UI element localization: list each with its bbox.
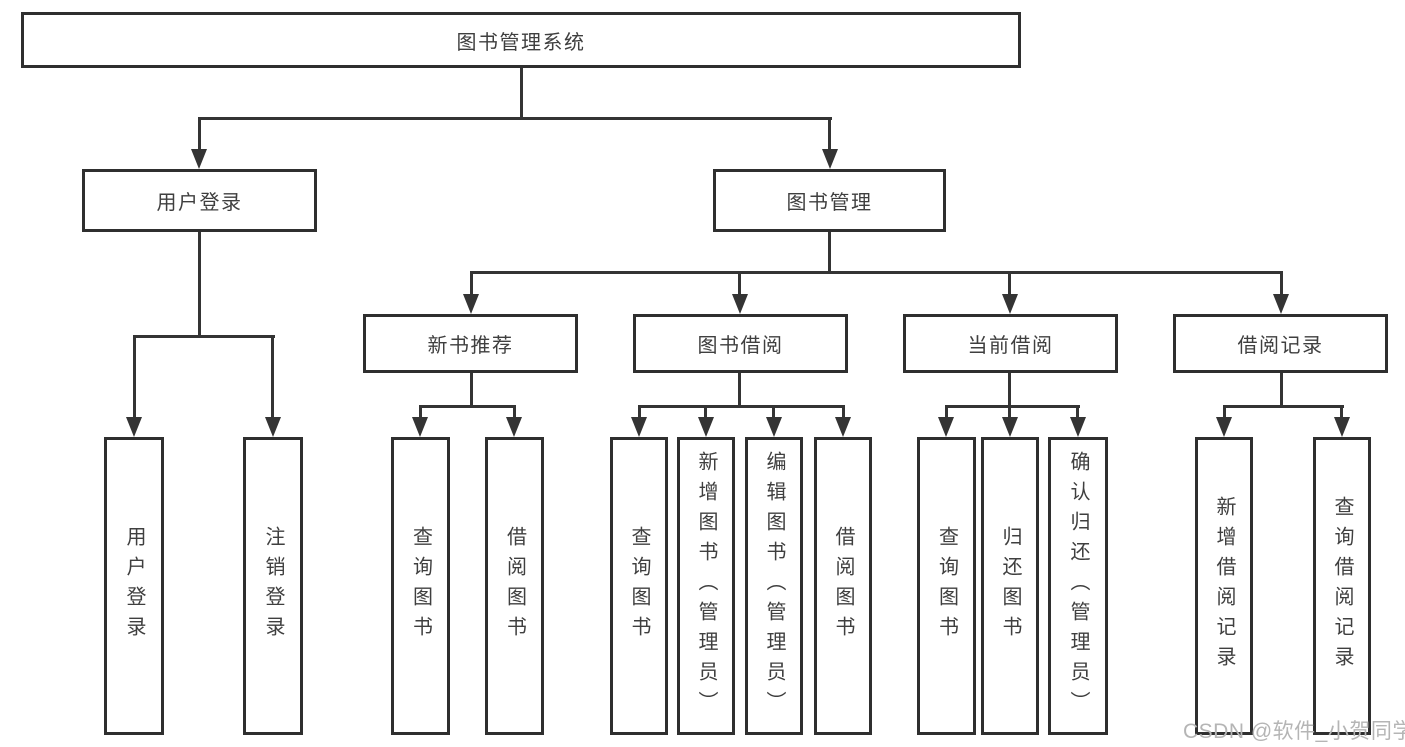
leaf-nbr-query-books: 查询图书 (391, 437, 450, 735)
connector-line (772, 405, 775, 420)
connector-line (419, 405, 516, 408)
node-label: 借阅记录 (1237, 335, 1324, 357)
arrow-down-icon (766, 417, 782, 437)
connector-line (828, 117, 831, 152)
connector-line (1076, 405, 1079, 420)
arrow-down-icon (732, 294, 748, 314)
connector-line (704, 405, 707, 420)
leaf-bb-add-books-admin: 新增图书（管理员） (677, 437, 735, 735)
node-borrow-record: 借阅记录 (1173, 314, 1388, 373)
node-new-book-recommend: 新书推荐 (363, 314, 578, 373)
arrow-down-icon (1002, 294, 1018, 314)
node-label: 图书管理系统 (456, 31, 586, 54)
node-book-borrow: 图书借阅 (633, 314, 848, 373)
leaf-cb-return-books: 归还图书 (981, 437, 1039, 735)
arrow-down-icon (191, 149, 207, 169)
connector-line (470, 271, 473, 297)
connector-line (1280, 271, 1283, 297)
arrow-down-icon (1334, 417, 1350, 437)
connector-line (1008, 405, 1011, 420)
arrow-down-icon (1002, 417, 1018, 437)
connector-line (513, 405, 516, 420)
connector-line (133, 335, 275, 338)
arrow-down-icon (822, 149, 838, 169)
arrow-down-icon (1273, 294, 1289, 314)
node-label: 新书推荐 (427, 335, 514, 357)
connector-line (945, 405, 948, 420)
csdn-watermark: CSDN @软件_小贺同学 (1183, 720, 1405, 743)
node-current-borrow: 当前借阅 (903, 314, 1118, 373)
connector-line (1280, 373, 1283, 408)
arrow-down-icon (631, 417, 647, 437)
leaf-nbr-borrow-books: 借阅图书 (485, 437, 544, 735)
arrow-down-icon (412, 417, 428, 437)
connector-line (738, 271, 741, 297)
node-book-management: 图书管理 (713, 169, 946, 232)
arrow-down-icon (698, 417, 714, 437)
connector-line (1008, 373, 1011, 408)
connector-line (133, 335, 136, 420)
leaf-label: 查询借阅记录 (1331, 496, 1353, 676)
connector-line (1008, 271, 1011, 297)
leaf-user-login: 用户登录 (104, 437, 164, 735)
connector-line (1223, 405, 1226, 420)
leaf-br-query-record: 查询借阅记录 (1313, 437, 1371, 735)
connector-line (470, 271, 1283, 274)
arrow-down-icon (506, 417, 522, 437)
connector-line (842, 405, 845, 420)
connector-line (470, 373, 473, 408)
node-label: 图书借阅 (697, 335, 784, 357)
connector-line (1340, 405, 1343, 420)
leaf-cb-query-books: 查询图书 (917, 437, 976, 735)
connector-line (1223, 405, 1344, 408)
arrow-down-icon (1216, 417, 1232, 437)
node-user-login: 用户登录 (82, 169, 317, 232)
connector-line (945, 405, 1080, 408)
arrow-down-icon (1070, 417, 1086, 437)
leaf-label: 注销登录 (262, 526, 284, 646)
connector-line (638, 405, 845, 408)
connector-line (198, 117, 832, 120)
arrow-down-icon (126, 417, 142, 437)
leaf-label: 新增图书（管理员） (695, 451, 717, 721)
connector-line (638, 405, 641, 420)
node-label: 图书管理 (786, 192, 873, 214)
leaf-label: 查询图书 (409, 526, 432, 646)
leaf-bb-query-books: 查询图书 (610, 437, 668, 735)
node-label: 用户登录 (156, 192, 243, 214)
connector-line (419, 405, 422, 420)
node-root-library-system: 图书管理系统 (21, 12, 1021, 68)
leaf-label: 借阅图书 (503, 526, 526, 646)
connector-line (738, 373, 741, 408)
connector-line (198, 117, 201, 152)
leaf-bb-borrow-books: 借阅图书 (814, 437, 872, 735)
arrow-down-icon (835, 417, 851, 437)
arrow-down-icon (265, 417, 281, 437)
connector-line (520, 68, 523, 120)
leaf-label: 借阅图书 (832, 526, 854, 646)
leaf-label: 查询图书 (628, 526, 650, 646)
leaf-br-add-record: 新增借阅记录 (1195, 437, 1253, 735)
arrow-down-icon (463, 294, 479, 314)
leaf-label: 归还图书 (999, 526, 1021, 646)
connector-line (828, 232, 831, 274)
node-label: 当前借阅 (967, 335, 1054, 357)
connector-line (271, 335, 274, 420)
leaf-label: 新增借阅记录 (1213, 496, 1235, 676)
leaf-label: 编辑图书（管理员） (763, 451, 785, 721)
connector-line (198, 232, 201, 338)
leaf-bb-edit-books-admin: 编辑图书（管理员） (745, 437, 803, 735)
leaf-label: 用户登录 (123, 526, 145, 646)
leaf-cb-confirm-return-admin: 确认归还（管理员） (1048, 437, 1108, 735)
leaf-label: 确认归还（管理员） (1067, 451, 1089, 721)
arrow-down-icon (938, 417, 954, 437)
leaf-logout-login: 注销登录 (243, 437, 303, 735)
leaf-label: 查询图书 (935, 526, 958, 646)
